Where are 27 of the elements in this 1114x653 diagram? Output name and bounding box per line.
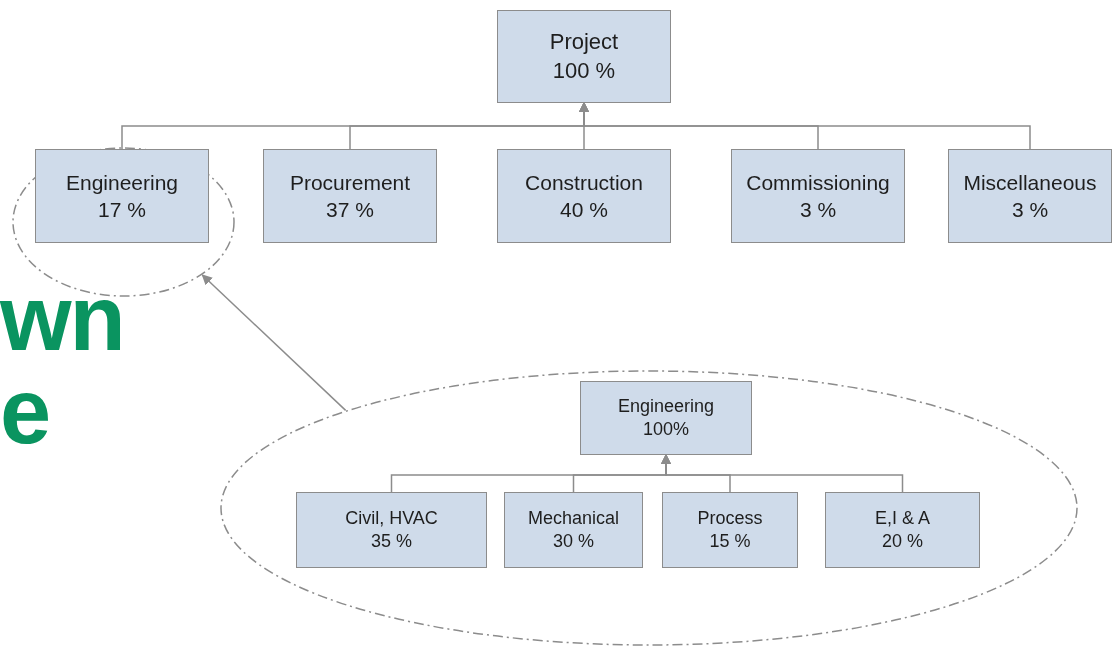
process-box bbox=[580, 381, 752, 455]
box-label: Civil, HVAC 35 % bbox=[344, 506, 439, 553]
box-label: Project 100 % bbox=[548, 27, 620, 85]
box-label: Engineering 100% bbox=[616, 394, 716, 441]
process-box bbox=[731, 149, 905, 243]
box-label: Commissioning 3 % bbox=[745, 169, 891, 223]
connector-arrow bbox=[201, 274, 347, 412]
process-box bbox=[296, 492, 487, 568]
process-box bbox=[662, 492, 798, 568]
process-box bbox=[825, 492, 980, 568]
connector-arrow bbox=[578, 101, 1031, 150]
process-box bbox=[504, 492, 643, 568]
connector-arrow bbox=[660, 453, 904, 493]
process-box bbox=[497, 149, 671, 243]
box-label: Mechanical 30 % bbox=[526, 506, 620, 553]
heading-fragment: e bbox=[0, 365, 50, 457]
box-label: E,I & A 20 % bbox=[874, 506, 931, 553]
box-label: Construction 40 % bbox=[524, 169, 644, 223]
process-box bbox=[263, 149, 437, 243]
box-label: Process 15 % bbox=[696, 506, 764, 553]
process-box bbox=[948, 149, 1112, 243]
process-box bbox=[35, 149, 209, 243]
process-box bbox=[497, 10, 671, 103]
box-label: Procurement 37 % bbox=[288, 169, 412, 223]
dashed-ellipse bbox=[220, 370, 1078, 646]
box-label: Miscellaneous 3 % bbox=[962, 169, 1098, 223]
box-label: Engineering 17 % bbox=[64, 169, 180, 223]
